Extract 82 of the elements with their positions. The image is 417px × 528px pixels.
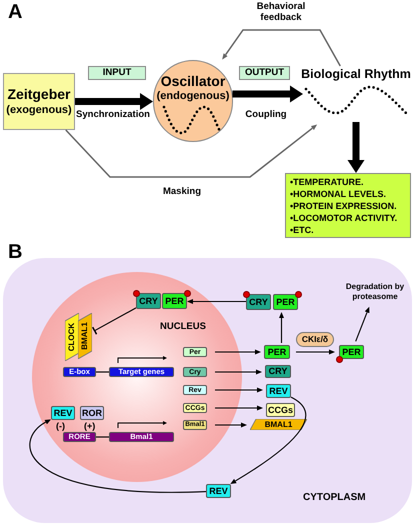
protein-box <box>246 294 271 310</box>
node-label: REV <box>54 408 72 418</box>
protein-label: CLOCK <box>68 322 76 352</box>
node-label: INPUT <box>102 68 132 78</box>
protein-box <box>266 384 291 398</box>
arrow <box>232 88 303 100</box>
arrow <box>350 122 362 173</box>
protein-box <box>80 406 104 420</box>
cytoplasm-area <box>3 258 412 523</box>
edge-label: Synchronization <box>75 109 151 120</box>
node-label: PER <box>276 298 295 306</box>
node-label: REV <box>269 386 288 396</box>
list-item: •TEMPERATURE. <box>290 176 364 188</box>
arrow <box>231 396 306 484</box>
arrow <box>215 350 260 354</box>
sign-label: (+) <box>84 422 96 431</box>
arrow <box>355 308 370 342</box>
output-list-box <box>285 173 411 238</box>
node-label: OUTPUT <box>244 68 284 78</box>
label-box <box>88 66 146 80</box>
process-label: Degradation by proteasome <box>344 282 406 302</box>
protein-label: BMAL1 <box>264 420 292 428</box>
sign-label: (-) <box>56 422 65 431</box>
node-label: REV <box>209 486 228 496</box>
node-label: Oscillator <box>160 73 226 90</box>
node-label: CRY <box>139 296 158 306</box>
connector-line <box>96 436 109 438</box>
rhythm-title: Biological Rhythm <box>301 68 411 80</box>
gene-bar <box>63 367 96 377</box>
node-label: PER <box>165 296 184 306</box>
node-label: Zeitgeber <box>7 86 70 103</box>
protein-box <box>266 403 295 417</box>
node-label: PER <box>268 348 286 356</box>
arrow <box>215 422 246 428</box>
node-label: CRY <box>249 298 268 306</box>
arrow <box>188 299 246 304</box>
arrow <box>75 95 153 108</box>
label-box <box>239 66 290 80</box>
arrow <box>30 419 206 493</box>
list-item: •LOCOMOTOR ACTIVITY. <box>290 212 398 224</box>
protein-box <box>273 294 298 310</box>
arrow <box>215 406 262 410</box>
inhibition-line <box>92 307 136 335</box>
compartment-label: NUCLEUS <box>160 320 206 334</box>
arrow <box>215 370 261 374</box>
node-label: (endogenous) <box>156 90 230 103</box>
edge-label: Masking <box>162 186 202 197</box>
node-label: CCGs <box>268 406 293 414</box>
protein-box <box>162 293 187 309</box>
mrna-box <box>183 367 207 377</box>
list-item: •HORMONAL LEVELS. <box>290 188 387 200</box>
protein-box <box>51 406 75 420</box>
protein-box <box>339 345 364 359</box>
input-box <box>3 73 75 130</box>
protein-box <box>206 484 231 498</box>
node-label: CRY <box>268 367 288 376</box>
list-item: •PROTEIN EXPRESSION. <box>290 200 398 212</box>
node-label: PER <box>342 348 361 356</box>
panel-label: A <box>8 2 22 22</box>
node-label: (exogenous) <box>6 103 72 117</box>
edge-label: Behavioral feedback <box>256 1 306 23</box>
mrna-box <box>183 385 207 395</box>
protein-label: BMAL1 <box>81 322 89 350</box>
gene-bar <box>109 367 174 377</box>
node-label: ROR <box>82 408 102 418</box>
panel-label: B <box>8 242 22 262</box>
mrna-box <box>183 347 207 357</box>
arrow <box>296 350 334 354</box>
arrow <box>65 125 316 178</box>
gene-bar <box>63 432 96 442</box>
protein-box <box>136 293 161 309</box>
arrow <box>215 388 262 392</box>
protein-box <box>265 365 291 378</box>
list-item: •ETC. <box>290 224 315 236</box>
compartment-label: CYTOPLASM <box>303 491 366 505</box>
gene-bar <box>109 432 174 442</box>
connector-line <box>96 371 109 373</box>
protein-box <box>264 345 290 359</box>
edge-label: Coupling <box>244 109 288 120</box>
node-label: CKIε/δ <box>302 335 328 344</box>
arrow <box>222 29 341 66</box>
arrow <box>279 313 284 343</box>
